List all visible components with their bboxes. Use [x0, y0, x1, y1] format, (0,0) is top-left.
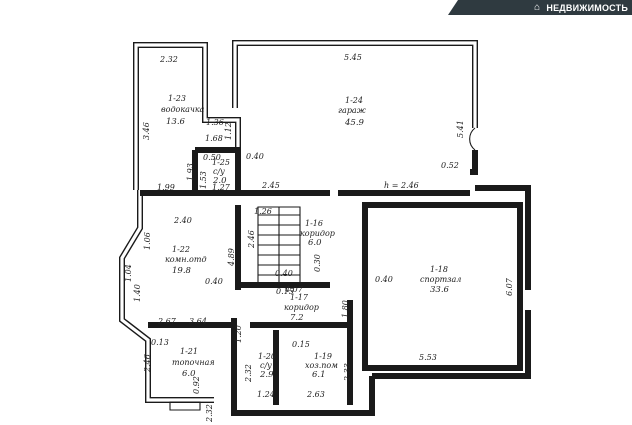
dimension-label: 0.13: [151, 338, 169, 347]
dimension-label: 1.26: [254, 207, 272, 216]
room-id-1-17: 1-17: [290, 293, 309, 302]
room-name-1-19: хоз.пом: [305, 361, 338, 370]
dimension-label: 2.32: [159, 55, 178, 64]
room-area-1-16: 6.0: [308, 238, 322, 248]
dimension-label: 1.20: [234, 325, 243, 343]
room-id-1-22: 1-22: [172, 245, 190, 254]
outer-walls: [119, 40, 531, 416]
room-name-1-20: с/у: [260, 361, 272, 370]
dimension-label: 2.46: [143, 354, 152, 373]
room-area-1-20: 2.9: [259, 370, 274, 380]
dimension-label: 5.41: [456, 120, 465, 138]
dimension-label: 4.89: [227, 248, 236, 267]
dimension-label: 0.52: [441, 161, 459, 170]
room-area-1-19: 6.1: [312, 370, 326, 380]
dimension-label: 3.46: [142, 122, 151, 140]
room-id-1-18: 1-18: [430, 265, 448, 274]
dimension-label: 2.63: [306, 390, 325, 399]
room-name-1-21: топочная: [172, 358, 215, 367]
dimension-label: 1.99: [157, 183, 175, 192]
dimension-label: 1.36: [206, 118, 224, 127]
room-name-1-24: гараж: [338, 106, 366, 115]
dimension-label: 1.12: [224, 122, 233, 140]
watermark-banner: ⌂ НЕДВИЖИМОСТЬ: [448, 0, 632, 15]
dimension-label: 6.07: [505, 277, 514, 296]
room-id-1-19: 1-19: [314, 352, 332, 361]
dimension-label: 1.24: [257, 390, 275, 399]
room-name-1-25: с/у: [213, 167, 225, 176]
dimension-label: 0.40: [205, 277, 223, 286]
room-area-1-18: 33.6: [430, 285, 450, 295]
dimension-label: 2.33: [343, 363, 352, 382]
room-area-1-23: 13.6: [166, 117, 186, 127]
dimension-label: 5.45: [344, 53, 362, 62]
room-area-1-25: 2.0: [212, 176, 227, 186]
room-area-1-21: 6.0: [182, 369, 196, 379]
dimension-label: 1.68: [205, 134, 223, 143]
room-name-1-22: комн.отд: [165, 255, 207, 264]
dimension-label: 0.92: [192, 376, 201, 394]
room-id-1-20: 1-20: [258, 352, 276, 361]
dimension-label: 0.40: [246, 152, 264, 161]
dimension-label: 0.15: [276, 287, 294, 296]
dimension-label: 2.45: [261, 181, 280, 190]
house-logo-icon: ⌂: [534, 2, 541, 13]
room-name-1-17: коридор: [284, 303, 319, 312]
dimension-label: 0.30: [313, 254, 322, 272]
room-name-1-16: коридор: [300, 229, 335, 238]
room-id-1-23: 1-23: [168, 94, 186, 103]
dimension-label: 1.93: [186, 163, 195, 181]
dimension-label: 1.80: [341, 300, 350, 318]
room-id-1-24: 1-24: [345, 96, 363, 105]
floor-level-mark: h = 2.46: [384, 181, 419, 190]
room-id-1-16: 1-16: [305, 219, 323, 228]
room-name-1-23: водокачка: [161, 105, 205, 114]
room-area-1-24: 45.9: [344, 118, 365, 128]
room-area-1-17: 7.2: [290, 313, 304, 323]
dimension-label: 2.46: [247, 230, 256, 249]
room-name-1-18: спортзал: [420, 275, 461, 284]
room-area-1-22: 19.8: [172, 266, 192, 276]
dimension-label: 1.04: [124, 264, 133, 282]
dimension-label: 2.40: [173, 216, 192, 225]
door-swings: [169, 127, 476, 411]
dimension-label: 0.50: [203, 153, 221, 162]
dimension-label: 1.53: [199, 171, 208, 189]
dimension-label: 2.67: [157, 317, 177, 326]
dimension-label: 1.27: [212, 183, 231, 192]
dimension-labels: 2.32 5.45 3.46 1.36 1.68 1.12 5.41 0.50 …: [124, 53, 514, 423]
dimension-label: 1.40: [133, 284, 142, 302]
room-labels: 1-23 водокачка 13.6 1-24 гараж 45.9 1-25…: [161, 94, 461, 380]
dimension-label: 0.40: [375, 275, 393, 284]
room-id-1-21: 1-21: [180, 347, 198, 356]
room-id-1-25: 1-25: [212, 158, 230, 167]
dimension-label: 0.40: [275, 269, 293, 278]
dimension-label: 3.64: [189, 317, 207, 326]
dimension-label: 2.32: [205, 404, 214, 423]
dimension-label: 1.06: [143, 232, 152, 250]
dimension-label: 4.07: [284, 285, 304, 294]
dimension-label: 2.32: [244, 364, 253, 383]
interior-walls: [140, 147, 523, 405]
dimension-label: 0.15: [292, 340, 310, 349]
dimension-label: 5.53: [419, 353, 437, 362]
stairs: [257, 206, 301, 284]
watermark-text: НЕДВИЖИМОСТЬ: [546, 2, 628, 13]
